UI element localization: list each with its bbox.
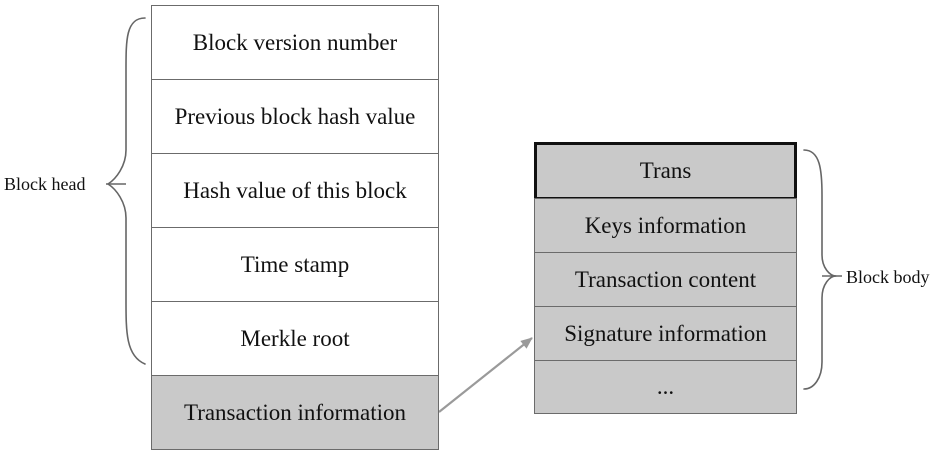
block-body-label: Block body: [846, 267, 930, 287]
previous-block-hash-value-cell: Previous block hash value: [151, 79, 439, 154]
transaction-arrow: [438, 337, 533, 413]
signature-information-cell: Signature information: [534, 306, 797, 361]
keys-information-cell: Keys information: [534, 198, 797, 253]
block-body-brace: [803, 149, 837, 390]
merkle-root-cell: Merkle root: [151, 301, 439, 376]
block-head-label: Block head: [4, 174, 86, 194]
trans-cell: Trans: [534, 142, 797, 200]
transaction-information-cell: Transaction information: [151, 375, 439, 450]
block-head-brace: [107, 17, 146, 365]
hash-value-of-this-block-cell: Hash value of this block: [151, 153, 439, 228]
ellipsis-cell: ...: [534, 360, 797, 414]
transaction-content-cell: Transaction content: [534, 252, 797, 307]
block-version-number-cell: Block version number: [151, 5, 439, 80]
time-stamp-cell: Time stamp: [151, 227, 439, 302]
